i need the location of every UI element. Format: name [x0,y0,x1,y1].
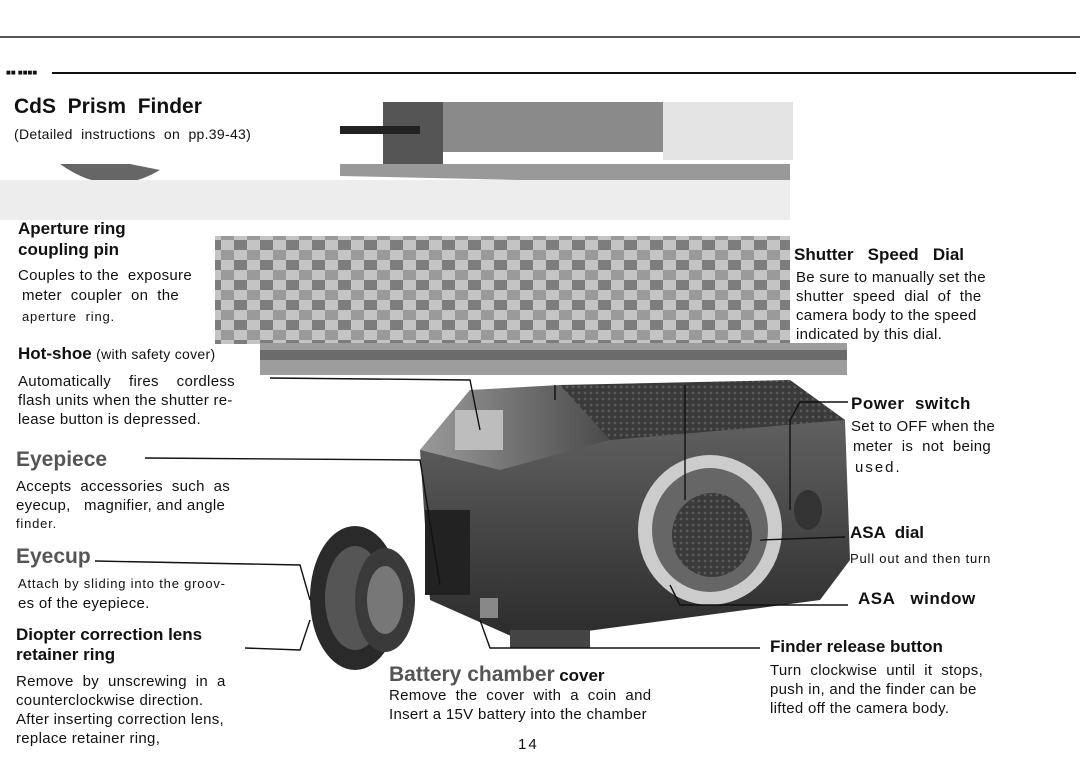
aperture-heading-1: Aperture ring [18,219,126,238]
eyepiece-body-1: Accepts accessories such as [16,478,231,495]
eyepiece-body-2: eyecup, magnifier, and angle [16,497,226,514]
finder-release-body-3: lifted off the camera body. [770,700,950,717]
leader-lines [94,377,848,651]
aperture-body-3: aperture ring. [22,309,115,324]
corner-mark: ■■ ■■■■ [6,68,38,77]
hotshoe-heading: Hot-shoe (with safety cover) [18,344,215,364]
shutter-heading: Shutter Speed Dial [794,245,965,264]
page-title: CdS Prism Finder [14,95,202,118]
aperture-body-2: meter coupler on the [22,287,179,304]
top-scan-line [0,36,1080,38]
hotshoe-body-2: flash units when the shutter re- [18,392,233,409]
hotshoe-body-3: lease button is depressed. [18,411,201,428]
title-subtitle: (Detailed instructions on pp.39-43) [14,126,252,142]
finder-release-body-1: Turn clockwise until it stops, [770,662,984,679]
header-rule [52,72,1076,74]
battery-body-2: Insert a 15V battery into the chamber [389,706,647,723]
shutter-body-4: indicated by this dial. [796,326,943,343]
power-heading: Power switch [851,394,971,413]
battery-body-1: Remove the cover with a coin and [389,687,652,704]
finder-release-body-2: push in, and the finder can be [770,681,977,698]
asa-dial-body: Pull out and then turn [850,551,992,566]
shutter-body-1: Be sure to manually set the [796,269,986,286]
eyecup-heading: Eyecup [16,545,91,568]
page-number: 14 [518,736,539,753]
eyecup-body-1: Attach by sliding into the groov- [18,576,226,591]
diopter-body-3: After inserting correction lens, [16,711,225,728]
diopter-body-1: Remove by unscrewing in a [16,673,226,690]
power-body-1: Set to OFF when the [851,418,996,435]
finder-release-heading: Finder release button [770,637,943,656]
battery-title-tail: cover [559,666,605,685]
hotshoe-body-1: Automatically fires cordless [18,373,235,390]
diopter-body-4: replace retainer ring, [16,730,161,747]
power-body-3: used. [855,459,902,476]
diopter-heading-2: retainer ring [16,645,116,664]
battery-heading: Battery chamber cover [389,664,605,686]
hotshoe-note: (with safety cover) [96,346,216,362]
pixel-band [215,236,790,344]
asa-dial-heading: ASA dial [850,523,924,542]
diopter-heading-1: Diopter correction lens [16,625,203,644]
top-photo-strip [0,102,793,220]
eyepiece-body-3: finder. [16,516,58,531]
asa-window-heading: ASA window [858,589,976,608]
finder-body [420,380,850,648]
hotshoe-title: Hot-shoe [18,344,92,363]
shutter-body-3: camera body to the speed [796,307,977,324]
shutter-body-2: shutter speed dial of the [796,288,982,305]
eyecup-photo [310,526,415,670]
diopter-body-2: counterclockwise direction. [16,692,204,709]
power-body-2: meter is not being [853,438,992,455]
eyepiece-heading: Eyepiece [16,448,108,471]
aperture-heading-2: coupling pin [18,240,120,259]
battery-title: Battery chamber [389,663,555,686]
aperture-body-1: Couples to the exposure [18,267,192,284]
eyecup-body-2: es of the eyepiece. [18,595,150,612]
